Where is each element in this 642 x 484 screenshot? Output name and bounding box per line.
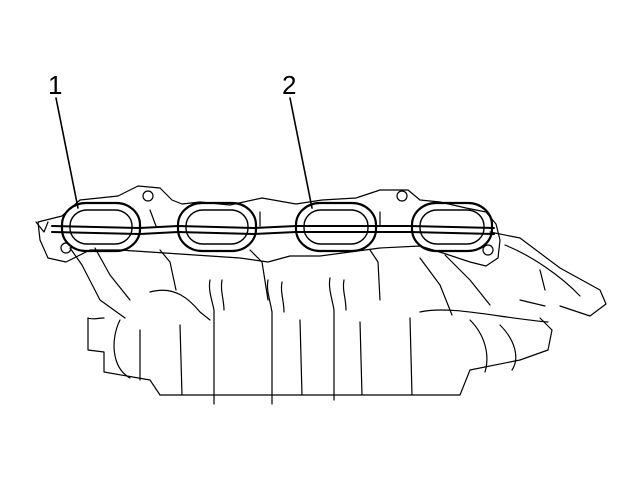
gasket-port-1	[62, 203, 140, 251]
gasket-port-2	[178, 203, 256, 251]
manifold-runners	[70, 248, 490, 404]
gasket-port-4	[412, 203, 492, 251]
leader-line-2	[290, 98, 312, 208]
manifold-right-extension	[490, 232, 606, 316]
callout-label-2: 2	[282, 70, 297, 100]
gasket-bead	[52, 226, 494, 234]
leader-line-1	[56, 98, 78, 208]
manifold-lower-body	[88, 290, 552, 395]
callout-label-1: 1	[48, 70, 63, 100]
gasket-port-3	[296, 203, 376, 251]
gasket-flange	[36, 186, 500, 266]
